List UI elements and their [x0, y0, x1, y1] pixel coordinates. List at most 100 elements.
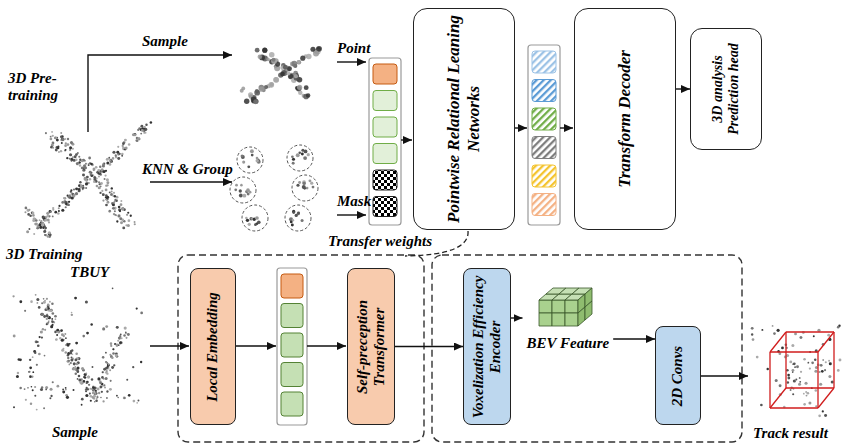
point: [70, 189, 72, 191]
group-point: [296, 153, 300, 157]
point: [96, 185, 98, 187]
token: [532, 108, 556, 130]
point: [108, 157, 110, 159]
point: [31, 211, 34, 214]
point: [115, 354, 118, 357]
point: [106, 178, 109, 181]
point: [123, 397, 126, 400]
point: [127, 212, 129, 214]
point: [61, 138, 64, 141]
point: [86, 381, 89, 384]
arrow-label: Mask: [337, 193, 371, 210]
flow-arrow: [701, 375, 748, 376]
point: [125, 332, 127, 334]
token: [281, 363, 303, 387]
bounding-box: [770, 332, 834, 408]
point: [107, 196, 109, 198]
point: [839, 359, 842, 362]
sampled-point: [300, 56, 305, 61]
flow-arrow: [337, 61, 366, 62]
group-point: [239, 189, 242, 192]
point: [120, 333, 122, 335]
point: [799, 336, 802, 339]
point: [68, 352, 70, 354]
flow-arrow: [88, 55, 232, 132]
point: [74, 358, 77, 361]
point: [117, 340, 119, 342]
token: [373, 170, 397, 190]
point: [133, 400, 136, 403]
group-point: [301, 219, 304, 222]
point: [110, 380, 112, 382]
token: [373, 64, 397, 84]
point: [79, 181, 81, 183]
point: [67, 360, 70, 363]
sampled-point: [297, 60, 301, 64]
point: [104, 174, 106, 176]
point: [118, 153, 120, 155]
point: [83, 169, 85, 171]
point: [75, 153, 78, 156]
point: [777, 329, 780, 332]
point: [120, 203, 123, 206]
point: [102, 199, 104, 201]
point: [100, 397, 102, 399]
point: [32, 356, 34, 358]
point: [65, 388, 67, 390]
point: [134, 223, 136, 225]
point: [68, 364, 70, 366]
sampled-point: [255, 48, 260, 53]
point: [103, 171, 105, 173]
point: [806, 395, 808, 397]
point: [64, 144, 67, 147]
connector-arrow: [395, 346, 463, 347]
point: [34, 395, 36, 397]
group-point: [249, 191, 252, 194]
transformer-box: Self-preception Transformer: [347, 268, 395, 425]
point: [29, 375, 32, 378]
point: [112, 207, 115, 210]
box-edge: [770, 388, 786, 408]
point: [33, 217, 36, 220]
point: [50, 136, 52, 138]
flow-arrow: [307, 345, 346, 346]
point: [58, 207, 60, 209]
point: [42, 227, 44, 229]
point: [65, 206, 67, 208]
token-frame: [369, 58, 401, 225]
connector-arrow: [511, 317, 523, 318]
point: [778, 352, 781, 355]
group-points: [234, 184, 251, 198]
point: [57, 212, 60, 215]
point: [114, 210, 116, 212]
point: [98, 172, 101, 175]
point: [39, 336, 41, 338]
arrow-label: Transfer weights: [326, 233, 434, 250]
sampled-point: [304, 85, 309, 90]
point: [77, 378, 79, 380]
point: [799, 381, 801, 383]
point: [60, 136, 62, 138]
point: [91, 378, 93, 380]
point: [73, 188, 75, 190]
group-point: [306, 187, 309, 190]
point: [92, 386, 95, 389]
point: [97, 388, 100, 391]
text-rotator: Local Embedding: [204, 275, 221, 418]
point: [40, 330, 43, 333]
point: [88, 157, 91, 160]
point: [44, 355, 46, 357]
point: [116, 326, 118, 328]
point: [81, 367, 84, 370]
point: [94, 390, 96, 392]
point: [798, 383, 801, 386]
sampled-point: [262, 48, 267, 53]
point: [59, 337, 62, 340]
point: [56, 139, 59, 142]
point: [150, 121, 153, 124]
point: [90, 400, 92, 402]
point: [805, 382, 808, 385]
point: [44, 300, 46, 302]
point: [46, 322, 48, 324]
point: [54, 211, 57, 214]
